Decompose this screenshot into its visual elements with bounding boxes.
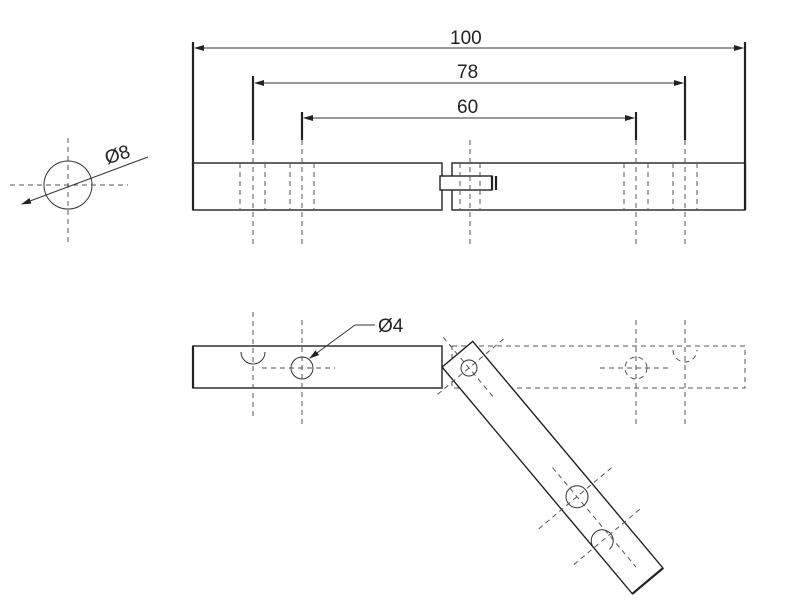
- dim-78: 78: [457, 62, 478, 83]
- folded-view: Ø4: [191, 312, 746, 595]
- pin-cross-section: Ø8: [10, 138, 149, 245]
- front-view: [191, 140, 747, 245]
- hole-diameter-label: Ø4: [378, 316, 404, 337]
- pin-diameter-label: Ø8: [102, 141, 133, 169]
- dimension-lines: 100 78 60: [191, 28, 747, 210]
- dim-60: 60: [457, 97, 478, 118]
- dim-100: 100: [450, 28, 482, 49]
- rotated-leg: [434, 337, 665, 595]
